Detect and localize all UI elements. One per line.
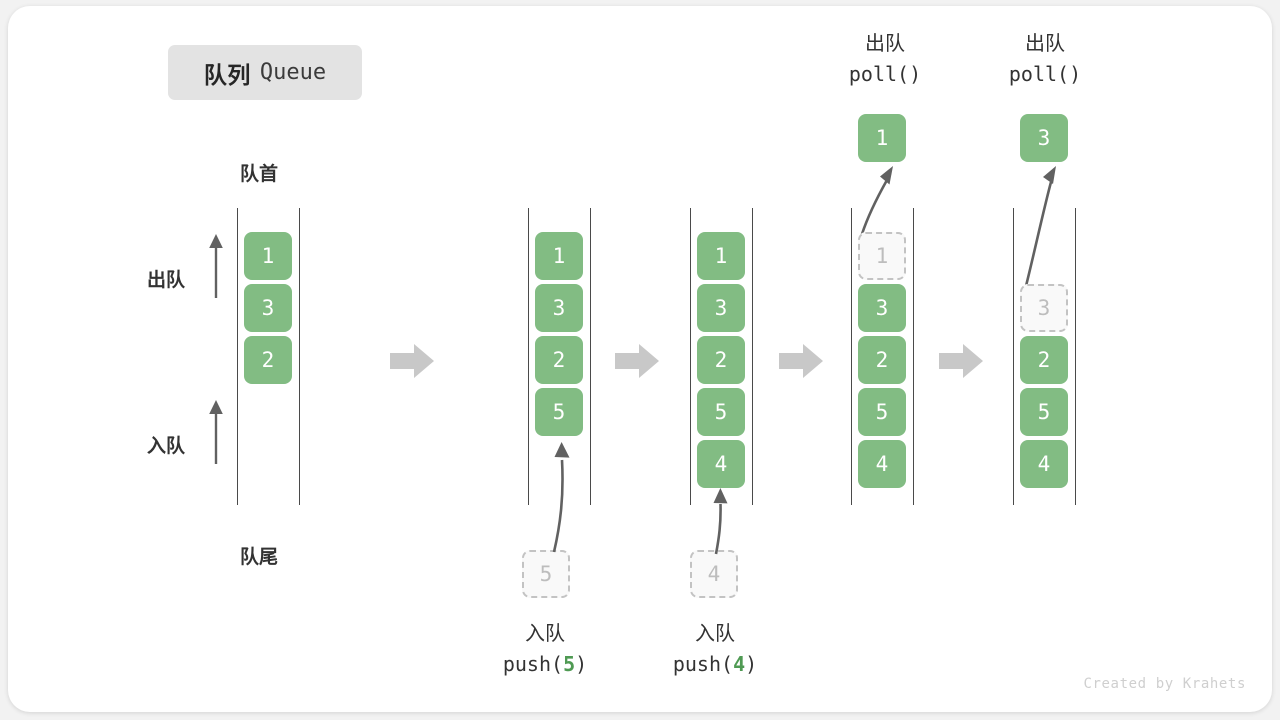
dequeue-direction-label: 出队 bbox=[147, 270, 186, 291]
queue-rail-left bbox=[1013, 208, 1014, 505]
caption-code: push(4) bbox=[600, 650, 830, 680]
ejected-cell: 1 bbox=[858, 114, 906, 162]
queue-cell: 2 bbox=[858, 336, 906, 384]
title-en: Queue bbox=[259, 60, 327, 85]
flow-arrow-icon bbox=[939, 344, 983, 378]
queue-head-label: 队首 bbox=[240, 164, 279, 185]
caption-code-suffix: ) bbox=[575, 651, 588, 676]
caption-code-arg: 5 bbox=[563, 651, 576, 676]
queue-cell: 4 bbox=[1020, 440, 1068, 488]
caption-push-4: 入队 push(4) bbox=[600, 620, 830, 679]
enqueue-direction-arrow-icon bbox=[209, 400, 223, 464]
queue-cell: 1 bbox=[244, 232, 292, 280]
queue-cell: 3 bbox=[697, 284, 745, 332]
caption-cn: 出队 bbox=[1025, 33, 1065, 55]
queue-cell: 1 bbox=[535, 232, 583, 280]
caption-code-prefix: push( bbox=[502, 651, 564, 676]
incoming-ghost-cell: 4 bbox=[690, 550, 738, 598]
caption-cn: 出队 bbox=[865, 33, 905, 55]
queue-cell-removed: 1 bbox=[858, 232, 906, 280]
queue-rail-left bbox=[851, 208, 852, 505]
queue-cell: 2 bbox=[244, 336, 292, 384]
queue-cell: 4 bbox=[858, 440, 906, 488]
queue-rail-right bbox=[590, 208, 591, 505]
queue-cell: 5 bbox=[697, 388, 745, 436]
caption-code-suffix: ) bbox=[745, 651, 758, 676]
queue-cell: 3 bbox=[244, 284, 292, 332]
queue-cell: 2 bbox=[697, 336, 745, 384]
caption-code: poll() bbox=[1008, 61, 1082, 86]
title-badge: 队列 Queue bbox=[168, 45, 362, 100]
caption-code-arg: 4 bbox=[733, 651, 746, 676]
queue-rail-left bbox=[690, 208, 691, 505]
queue-rail-right bbox=[299, 208, 300, 505]
queue-rail-right bbox=[752, 208, 753, 505]
incoming-ghost-cell: 5 bbox=[522, 550, 570, 598]
queue-cell: 1 bbox=[697, 232, 745, 280]
watermark: Created by Krahets bbox=[1083, 676, 1246, 692]
queue-rail-left bbox=[528, 208, 529, 505]
queue-rail-right bbox=[913, 208, 914, 505]
queue-cell: 2 bbox=[1020, 336, 1068, 384]
caption-poll-1: 出队 poll() bbox=[800, 30, 970, 89]
flow-arrow-icon bbox=[390, 344, 434, 378]
caption-cn: 入队 bbox=[695, 623, 735, 645]
caption-code: push(5) bbox=[430, 650, 660, 680]
caption-cn: 入队 bbox=[525, 623, 565, 645]
queue-cell: 3 bbox=[535, 284, 583, 332]
queue-cell-new: 5 bbox=[535, 388, 583, 436]
flow-arrow-icon bbox=[779, 344, 823, 378]
caption-poll-3: 出队 poll() bbox=[960, 30, 1130, 89]
caption-push-5: 入队 push(5) bbox=[430, 620, 660, 679]
queue-cell-new: 4 bbox=[697, 440, 745, 488]
queue-cell-removed: 3 bbox=[1020, 284, 1068, 332]
flow-arrow-icon bbox=[615, 344, 659, 378]
title-cn: 队列 bbox=[203, 61, 251, 88]
queue-cell: 5 bbox=[858, 388, 906, 436]
caption-code-prefix: push( bbox=[672, 651, 734, 676]
caption-code: poll() bbox=[848, 61, 922, 86]
queue-cell: 3 bbox=[858, 284, 906, 332]
queue-cell: 5 bbox=[1020, 388, 1068, 436]
queue-tail-label: 队尾 bbox=[240, 547, 279, 568]
enqueue-direction-label: 入队 bbox=[147, 436, 186, 457]
ejected-cell: 3 bbox=[1020, 114, 1068, 162]
queue-rail-right bbox=[1075, 208, 1076, 505]
queue-rail-left bbox=[237, 208, 238, 505]
queue-cell: 2 bbox=[535, 336, 583, 384]
dequeue-direction-arrow-icon bbox=[209, 234, 223, 298]
